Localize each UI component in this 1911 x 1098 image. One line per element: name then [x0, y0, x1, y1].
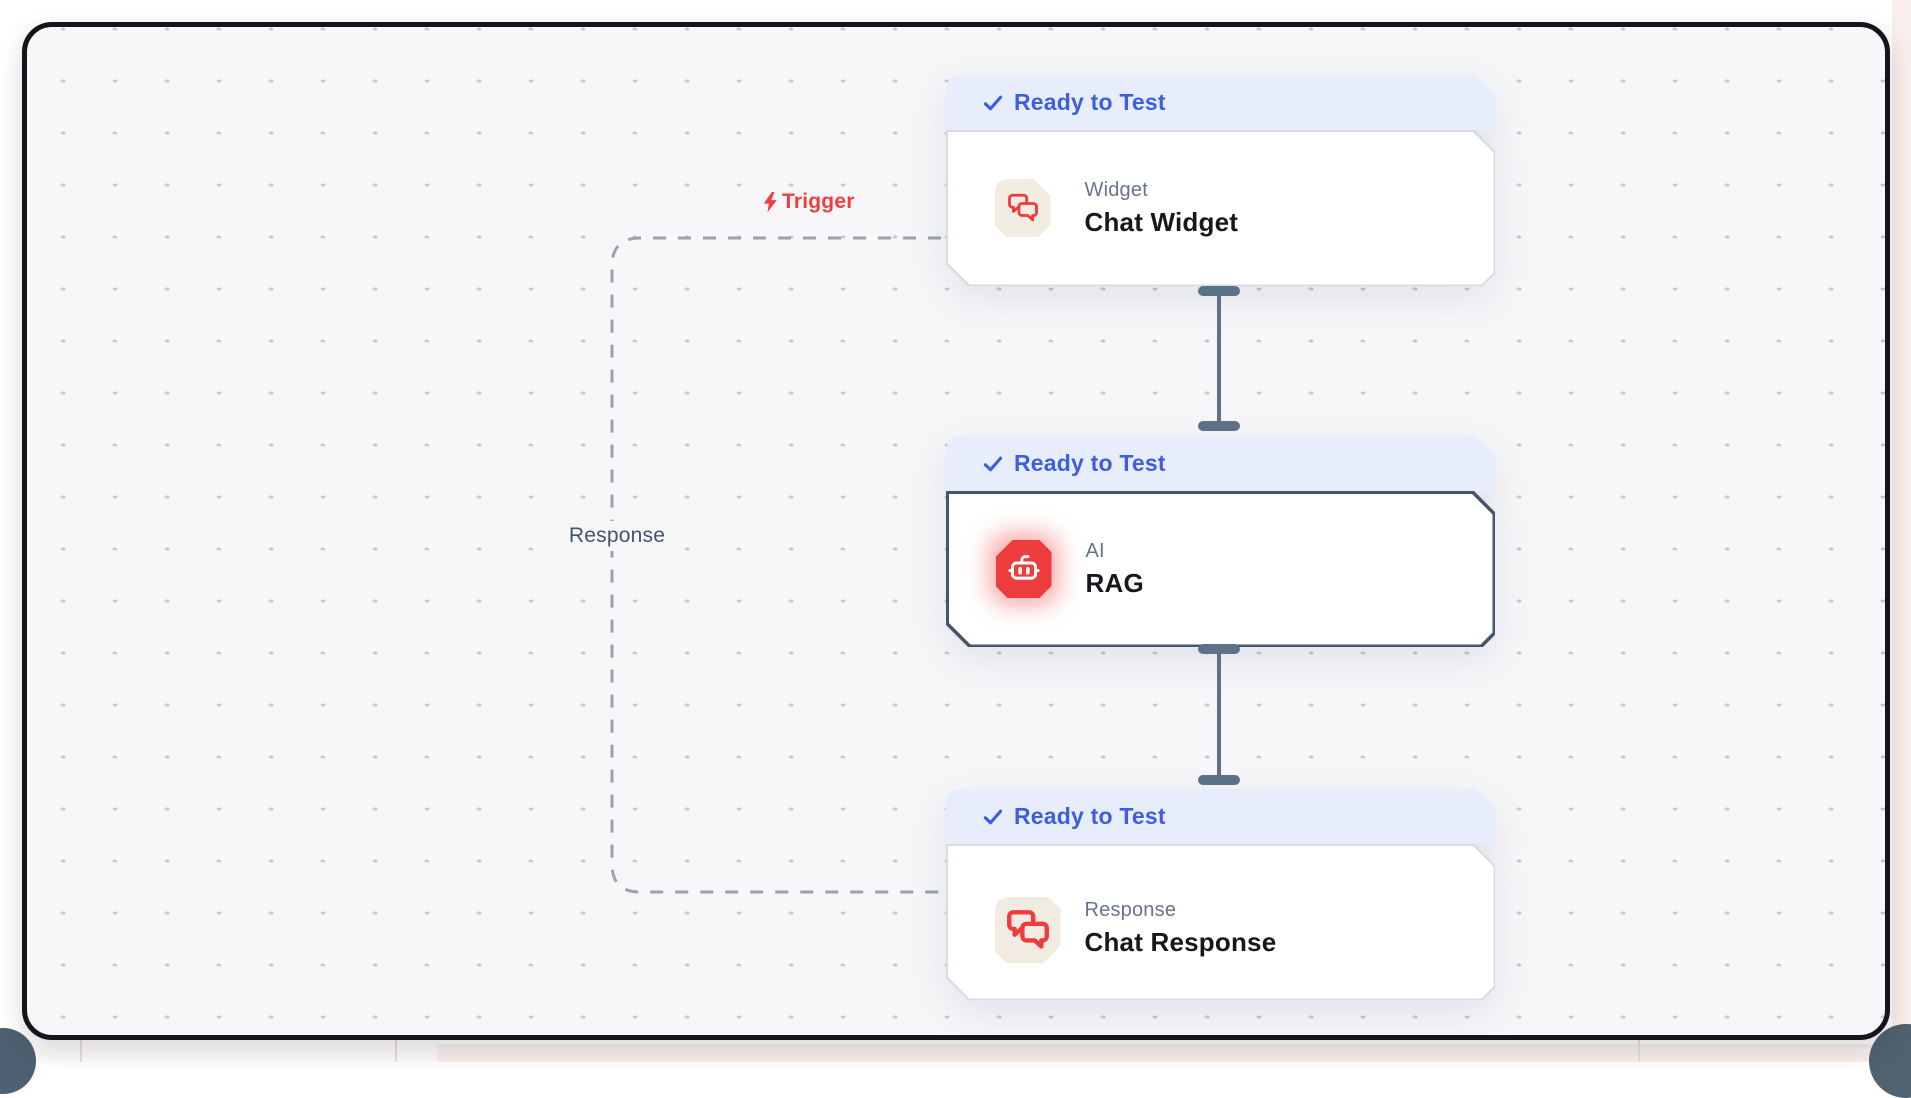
chat-bubbles-icon — [995, 897, 1061, 963]
node-card[interactable]: AI RAG — [946, 491, 1495, 647]
edge-target-handle[interactable] — [1198, 421, 1240, 431]
node-title: Chat Response — [1084, 926, 1277, 957]
check-icon — [982, 453, 1004, 475]
node-status-text: Ready to Test — [1014, 450, 1166, 476]
check-icon — [982, 92, 1004, 114]
node-title: RAG — [1085, 567, 1144, 598]
edge-line — [1217, 291, 1221, 427]
trigger-label: Trigger — [761, 190, 855, 214]
node-category: Response — [1084, 898, 1177, 921]
node-status-badge: Ready to Test — [946, 436, 1495, 491]
node-rag[interactable]: Ready to Test AI — [946, 436, 1495, 647]
edge-source-handle[interactable] — [1198, 644, 1240, 654]
node-status-badge: Ready to Test — [946, 75, 1495, 130]
lightning-bolt-icon — [763, 191, 777, 212]
page-backdrop-bottom-pink — [437, 1044, 1911, 1062]
edge-line — [1217, 648, 1221, 780]
node-status-text: Ready to Test — [1014, 803, 1166, 829]
node-status-text: Ready to Test — [1014, 89, 1166, 115]
backdrop-grid-line — [395, 1040, 397, 1062]
edge-target-handle[interactable] — [1198, 775, 1240, 785]
check-icon — [982, 806, 1004, 828]
node-card[interactable]: Widget Chat Widget — [946, 130, 1495, 286]
node-chat-widget[interactable]: Ready to Test Widget Chat Widget — [946, 75, 1495, 286]
backdrop-grid-line — [80, 1040, 82, 1062]
backdrop-grid-line — [1638, 1040, 1640, 1062]
node-category: Widget — [1084, 178, 1148, 201]
flow-frame: Trigger Response Ready to Test — [22, 22, 1890, 1040]
edge-source-handle[interactable] — [1198, 286, 1240, 296]
robot-icon — [996, 540, 1052, 598]
page-backdrop-right — [1892, 0, 1911, 1062]
chat-bubbles-icon — [995, 179, 1051, 237]
node-category: AI — [1085, 539, 1105, 562]
node-chat-response[interactable]: Ready to Test Response Chat Response — [946, 789, 1495, 1000]
backdrop-corner-shape — [0, 1028, 36, 1094]
response-wire-label: Response — [560, 521, 674, 551]
trigger-label-text: Trigger — [782, 190, 855, 213]
node-card[interactable]: Response Chat Response — [946, 844, 1495, 1000]
node-title: Chat Widget — [1084, 206, 1239, 237]
node-status-badge: Ready to Test — [946, 789, 1495, 844]
